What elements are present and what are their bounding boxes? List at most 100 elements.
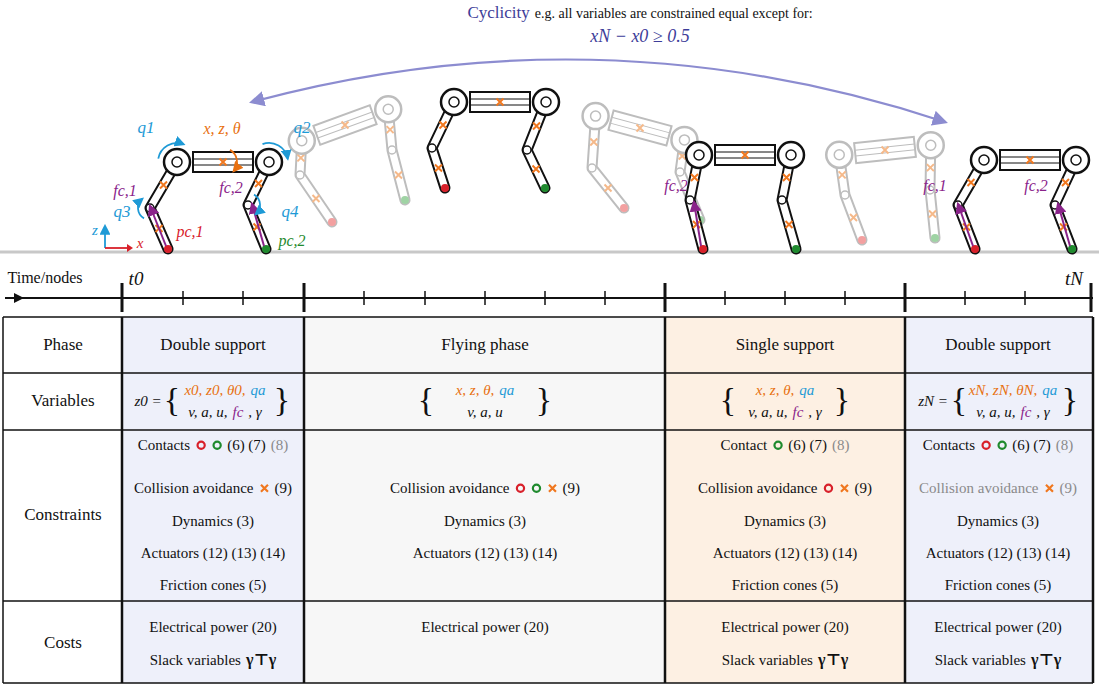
- text-group: q4: [282, 203, 299, 222]
- text-group: {: [951, 381, 967, 418]
- body-line: [610, 123, 668, 139]
- com-marker: [783, 174, 790, 181]
- text-group: Electrical power (20): [721, 619, 848, 636]
- joint-rotation-arc: [138, 199, 144, 219]
- knee-joint: [676, 168, 684, 176]
- text-group: Time/nodes: [8, 269, 83, 287]
- label: Actuators (12) (13) (14): [141, 545, 286, 562]
- table-rule: [3, 372, 1093, 374]
- table-rule: [3, 682, 1093, 684]
- label: (8): [832, 437, 850, 454]
- contact-ring: [774, 441, 781, 448]
- text-group: t0: [129, 269, 144, 290]
- hip-axis: [694, 150, 704, 160]
- knee-joint: [296, 171, 304, 179]
- label: q3: [114, 203, 131, 222]
- text-group: Dynamics (3): [744, 513, 826, 530]
- label: fc,2: [664, 177, 688, 195]
- contact-point: [792, 245, 800, 253]
- body-line: [318, 118, 374, 139]
- hip-axis: [297, 136, 307, 146]
- body-frame: [313, 105, 376, 144]
- com-marker: [435, 165, 442, 172]
- text-group: Double support: [945, 336, 1050, 355]
- text-group: x, z, θ: [203, 120, 240, 138]
- label: Contacts: [138, 437, 191, 454]
- knee-joint: [778, 196, 786, 204]
- hip-axis: [383, 104, 393, 114]
- text-group: pc,2: [278, 232, 305, 250]
- contact-ring: [998, 441, 1005, 448]
- com-marker: [929, 211, 936, 218]
- table-column-rule: [303, 317, 306, 683]
- text-group: }: [1062, 381, 1078, 418]
- label: (6) (7): [788, 437, 827, 454]
- label: x, z, θ: [203, 120, 240, 138]
- text-group: Actuators (12) (13) (14): [713, 545, 858, 562]
- text-group: v, a, u: [467, 404, 503, 421]
- label: qa: [799, 382, 814, 399]
- com-marker: [387, 126, 394, 133]
- contact-symbol: [211, 440, 222, 451]
- text-group: Phase: [43, 336, 83, 355]
- robot-body: [715, 145, 775, 165]
- label: fc,1: [923, 177, 947, 195]
- text-group: }: [536, 381, 552, 418]
- text-group: Flying phase: [441, 336, 528, 355]
- label: fc,1: [113, 182, 137, 200]
- label: }: [536, 381, 552, 418]
- com-marker: [968, 179, 975, 186]
- robot-body: [470, 92, 530, 112]
- text-group: x0, z0, θ0,qa: [184, 382, 265, 399]
- robot-body: [1000, 150, 1060, 170]
- text-group: Slack variablesγ⊤γ: [150, 651, 277, 669]
- text-group: x, z, θ,qa: [756, 382, 815, 399]
- label: (9): [1060, 480, 1078, 497]
- com-marker: [220, 159, 227, 166]
- label: Contacts: [923, 437, 976, 454]
- text-group: Friction cones (5): [945, 577, 1052, 594]
- text-group: Actuators (12) (13) (14): [141, 545, 286, 562]
- hip-axis: [834, 150, 844, 160]
- label: v, a, u: [467, 404, 503, 421]
- contact-symbol: [980, 440, 991, 451]
- text-group: Cyclicitye.g. all variables are constrai…: [467, 4, 812, 23]
- contact-ring: [824, 484, 831, 491]
- body-line: [1000, 157, 1060, 158]
- label: x0, z0, θ0,: [184, 382, 245, 399]
- com-marker: [850, 214, 857, 221]
- com-marker: [160, 182, 167, 189]
- text-group: tN: [1065, 269, 1083, 290]
- table-column-rule: [121, 317, 124, 683]
- contact-force-arrow: [1058, 204, 1070, 246]
- text-group: q1: [138, 119, 155, 138]
- column-background: [665, 317, 905, 683]
- contact-force-arrow: [958, 204, 973, 246]
- label: fc,2: [1024, 177, 1048, 195]
- label: (6) (7): [227, 437, 266, 454]
- com-marker: [533, 166, 540, 173]
- text-group: Dynamics (3): [444, 513, 526, 530]
- com-marker: [691, 174, 698, 181]
- com-marker: [297, 154, 304, 161]
- knee-joint: [841, 191, 849, 199]
- label: Actuators (12) (13) (14): [413, 545, 558, 562]
- hip-axis: [264, 157, 274, 167]
- label: }: [834, 381, 850, 418]
- label: fc: [793, 404, 804, 421]
- com-marker: [605, 185, 612, 192]
- table-rule: [3, 429, 1093, 431]
- contact-symbol: [515, 483, 526, 494]
- label: Phase: [43, 336, 83, 355]
- label: γ⊤γ: [246, 651, 276, 669]
- label: Electrical power (20): [421, 619, 548, 636]
- timeline-axis: [5, 297, 1093, 299]
- table-column-rule: [904, 317, 907, 683]
- body-frame: [608, 111, 671, 146]
- label: Contact: [721, 437, 768, 454]
- com-marker: [342, 122, 349, 129]
- text-group: x: [137, 235, 144, 252]
- label: t0: [129, 269, 144, 290]
- hip-joint: [256, 149, 282, 175]
